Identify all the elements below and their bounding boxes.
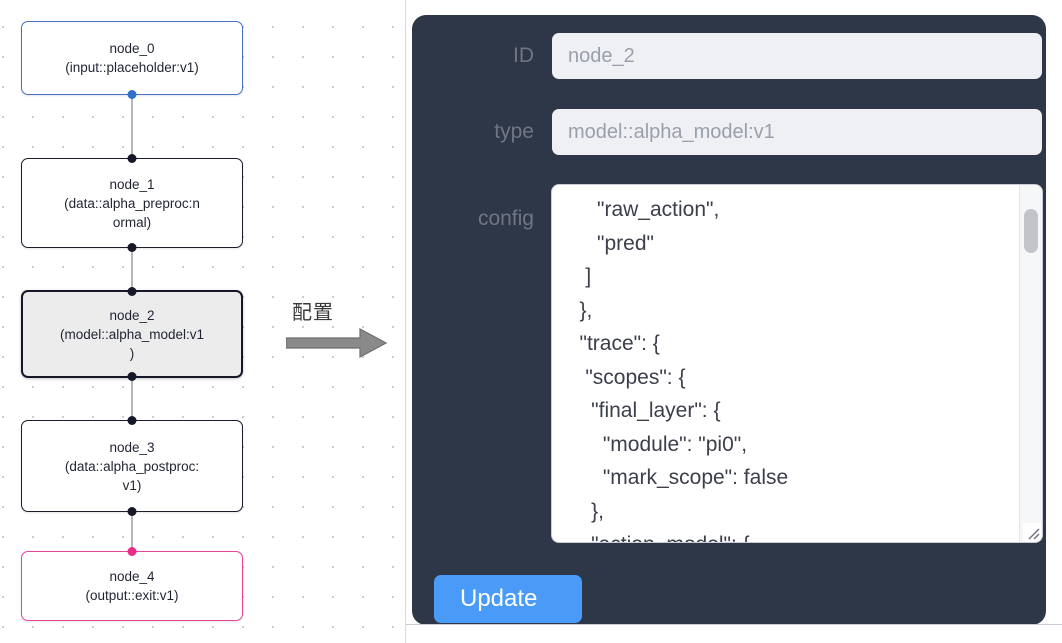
type-input-value: model::alpha_model:v1 [568, 120, 775, 143]
node-handle-source[interactable] [127, 243, 137, 252]
config-textarea-value: "raw_action", "pred" ] }, "trace": { "sc… [579, 198, 789, 542]
graph-node-node_4[interactable]: node_4 (output::exit:v1) [21, 547, 243, 621]
field-row-id: ID node_2 [412, 33, 1046, 79]
flow-arrow-group: 配置 [286, 296, 396, 362]
graph-node-node_2[interactable]: node_2 (model::alpha_model:v1 ) [21, 287, 243, 381]
node-handle-target[interactable] [127, 416, 137, 425]
resize-grip-icon[interactable] [1023, 523, 1041, 541]
graph-node-label: node_3 (data::alpha_postproc: v1) [64, 439, 200, 493]
update-button-label: Update [460, 585, 538, 612]
node-handle-target[interactable] [127, 547, 137, 556]
update-button[interactable]: Update [434, 575, 582, 623]
node-handle-source[interactable] [127, 507, 137, 516]
node-handle-source[interactable] [127, 372, 137, 381]
edge-node1-node2 [131, 247, 133, 297]
type-label: type [494, 120, 534, 143]
scrollbar-thumb[interactable] [1024, 209, 1038, 253]
config-textarea[interactable]: "raw_action", "pred" ] }, "trace": { "sc… [552, 185, 1042, 542]
graph-node-label: node_1 (data::alpha_preproc:n ormal) [64, 176, 200, 230]
graph-node-node_0[interactable]: node_0 (input::placeholder:v1) [21, 21, 243, 99]
node-handle-target[interactable] [127, 154, 137, 163]
edge-node3-node4 [131, 512, 133, 551]
field-row-config: config "raw_action", "pred" ] }, "trace"… [412, 185, 1046, 542]
id-input-value: node_2 [568, 44, 635, 67]
arrow-right-icon [286, 327, 388, 359]
config-label: config [477, 207, 534, 230]
edge-node2-node3 [131, 377, 133, 419]
panel-bottom-divider [406, 624, 1062, 625]
graph-node-label: node_4 (output::exit:v1) [85, 569, 179, 603]
id-input[interactable]: node_2 [552, 33, 1042, 79]
type-input[interactable]: model::alpha_model:v1 [552, 109, 1042, 155]
node-handle-source[interactable] [127, 90, 137, 99]
node-handle-target[interactable] [127, 287, 137, 296]
node-config-panel: ID node_2 type model::alpha_model:v1 con… [412, 15, 1046, 625]
config-textarea-scrollbar[interactable] [1019, 185, 1042, 542]
field-row-type: type model::alpha_model:v1 [412, 109, 1046, 155]
graph-node-label: node_2 (model::alpha_model:v1 ) [59, 307, 205, 361]
id-label: ID [513, 44, 534, 67]
flow-arrow-label: 配置 [292, 300, 334, 324]
graph-node-node_3[interactable]: node_3 (data::alpha_postproc: v1) [21, 416, 243, 516]
graph-canvas[interactable]: node_0 (input::placeholder:v1) node_1 (d… [0, 0, 406, 643]
graph-node-label: node_0 (input::placeholder:v1) [65, 41, 199, 75]
graph-node-node_1[interactable]: node_1 (data::alpha_preproc:n ormal) [21, 154, 243, 252]
edge-node0-node1 [131, 94, 133, 160]
